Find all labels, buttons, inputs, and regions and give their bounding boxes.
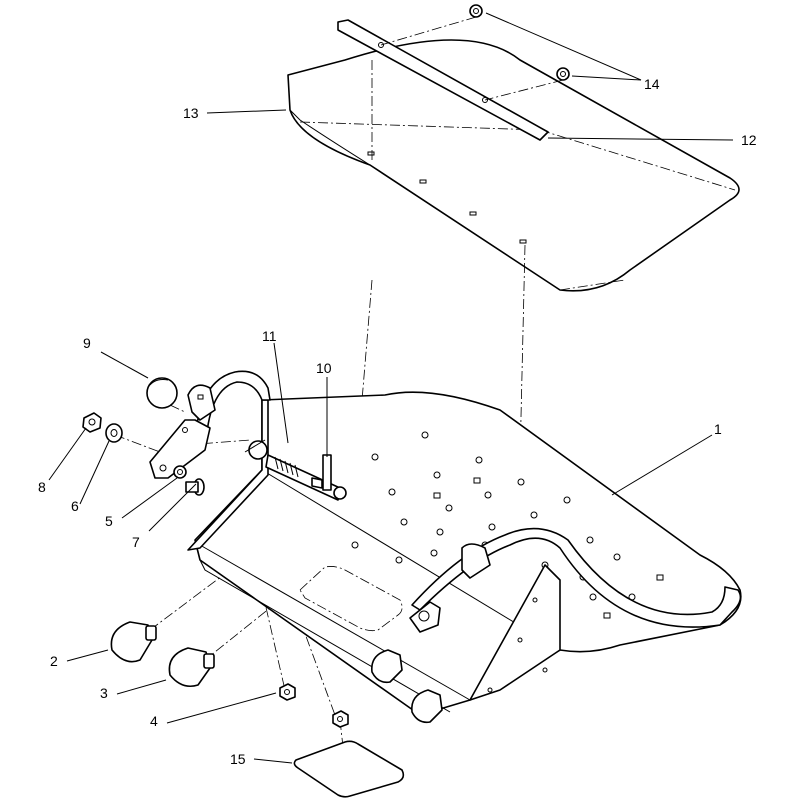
- shoulder-bolt: [185, 478, 205, 496]
- callout-11: 11: [262, 328, 277, 344]
- rubber-bumper-a: [110, 621, 157, 663]
- pivot-bracket-right: [409, 543, 491, 633]
- screw-top: [469, 4, 483, 18]
- washer: [105, 423, 123, 443]
- bumper-bar: [194, 370, 742, 628]
- callout-13: 13: [183, 105, 199, 121]
- callout-9: 9: [83, 335, 91, 351]
- spring-coils: [274, 456, 299, 478]
- callout-14: 14: [644, 76, 660, 92]
- rubber-bumper-b: [168, 647, 215, 688]
- callout-7: 7: [132, 534, 140, 550]
- callout-labels: 1 2 3 4 5 6 7 8 9 10 11 12 13 14 15: [38, 76, 757, 767]
- callout-3: 3: [100, 685, 108, 701]
- callout-4: 4: [150, 713, 158, 729]
- lock-nut: [279, 683, 349, 728]
- pin: [322, 454, 332, 491]
- callout-6: 6: [71, 498, 79, 514]
- ball-knob: [146, 377, 178, 409]
- mounted-bumpers: [371, 649, 443, 724]
- callout-1: 1: [714, 421, 722, 437]
- nut: [82, 412, 102, 433]
- foot-pad: [293, 740, 405, 798]
- callout-10: 10: [316, 360, 332, 376]
- callout-12: 12: [741, 132, 757, 148]
- spring-pin-assembly: [244, 439, 347, 501]
- deflector-plate: [287, 39, 740, 292]
- callout-2: 2: [50, 653, 58, 669]
- leader-lines: [48, 12, 734, 764]
- bushing: [173, 465, 187, 479]
- callout-8: 8: [38, 479, 46, 495]
- callout-15: 15: [230, 751, 246, 767]
- pivot-bracket-left: [149, 384, 216, 479]
- screw-lower: [556, 67, 570, 81]
- callout-5: 5: [105, 513, 113, 529]
